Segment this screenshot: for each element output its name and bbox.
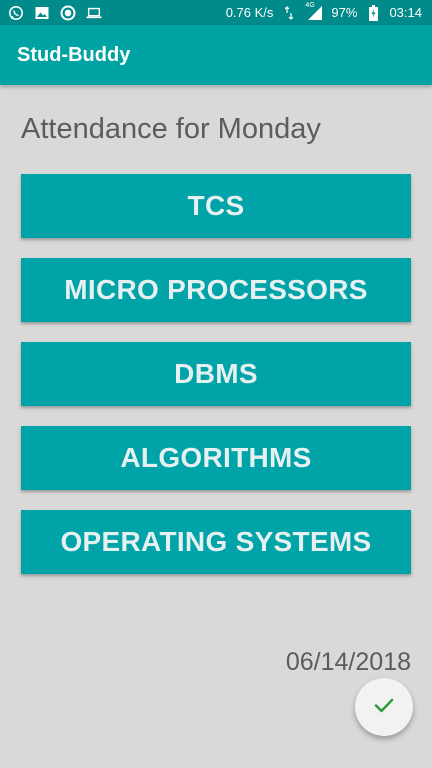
subject-list: TCS MICRO PROCESSORS DBMS ALGORITHMS OPE… xyxy=(21,174,411,594)
subject-button-operating-systems[interactable]: OPERATING SYSTEMS xyxy=(21,510,411,574)
whatsapp-icon xyxy=(8,5,24,21)
data-transfer-icon xyxy=(281,5,297,21)
image-icon xyxy=(34,5,50,21)
subject-button-dbms[interactable]: DBMS xyxy=(21,342,411,406)
attendance-date: 06/14/2018 xyxy=(285,648,411,676)
subject-button-micro-processors[interactable]: MICRO PROCESSORS xyxy=(21,258,411,322)
app-title: Stud-Buddy xyxy=(17,43,131,66)
notification-icons xyxy=(8,5,102,21)
page-title: Attendance for Monday xyxy=(21,113,321,145)
status-bar: 0.76 K/s 4G 97% 03:14 xyxy=(0,0,432,25)
clock: 03:14 xyxy=(389,5,422,20)
confirm-fab-button[interactable] xyxy=(355,678,413,736)
subject-button-tcs[interactable]: TCS xyxy=(21,174,411,238)
subject-button-algorithms[interactable]: ALGORITHMS xyxy=(21,426,411,490)
signal-icon: 4G xyxy=(305,1,323,21)
laptop-icon xyxy=(86,5,102,21)
check-icon xyxy=(372,693,396,722)
network-speed: 0.76 K/s xyxy=(225,5,274,20)
system-status: 0.76 K/s 4G 97% 03:14 xyxy=(225,1,422,21)
app-bar: Stud-Buddy xyxy=(0,25,432,85)
battery-level: 97% xyxy=(331,5,358,20)
battery-charging-icon xyxy=(365,4,381,21)
network-type: 4G xyxy=(305,1,315,9)
record-icon xyxy=(60,5,76,21)
